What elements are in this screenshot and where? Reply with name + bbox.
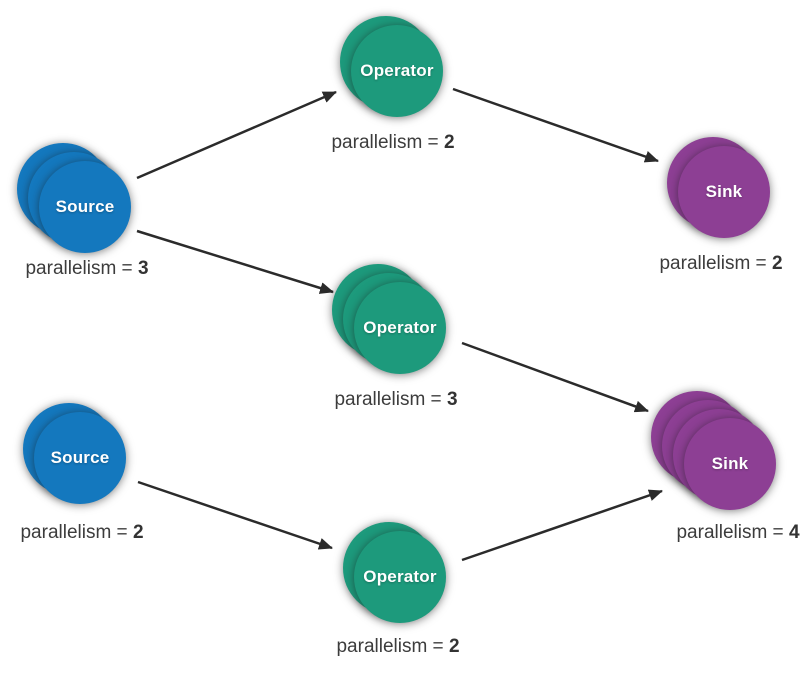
source-2-parallelism-label: parallelism = 2	[20, 522, 143, 544]
edge-source-1-to-operator-2	[136, 229, 334, 294]
sink-2-parallelism-label: parallelism = 4	[676, 522, 799, 544]
node-source-1: Source	[39, 161, 131, 253]
sink-1-parallelism-label: parallelism = 2	[659, 253, 782, 275]
edge-operator-2-to-sink-2	[461, 341, 649, 413]
operator-3-label: Operator	[363, 567, 437, 586]
operator-2-parallelism-label: parallelism = 3	[334, 389, 457, 411]
edge-source-2-to-operator-3	[137, 480, 333, 550]
sink-1-label: Sink	[705, 182, 743, 201]
source-2-parallelism-prefix: parallelism =	[20, 522, 133, 543]
node-sink-2: Sink	[684, 418, 776, 510]
operator-2-parallelism-value: 3	[446, 389, 458, 410]
operator-2-label: Operator	[363, 318, 437, 337]
edge-operator-1-to-sink-1	[452, 87, 659, 163]
node-operator-2: Operator	[354, 282, 446, 374]
sink-2-parallelism-value: 4	[788, 522, 800, 543]
node-sink-1: Sink	[678, 146, 770, 238]
operator-1-parallelism-prefix: parallelism =	[331, 132, 444, 153]
operator-3-parallelism-value: 2	[448, 636, 460, 657]
edge-operator-3-to-sink-2	[461, 489, 663, 562]
operator-1-parallelism-value: 2	[443, 132, 455, 153]
operator-1-label: Operator	[360, 61, 434, 80]
source-1-parallelism-value: 3	[137, 258, 149, 279]
operator-1-parallelism-label: parallelism = 2	[331, 132, 454, 154]
operator-3-parallelism-prefix: parallelism =	[336, 636, 449, 657]
source-1-parallelism-label: parallelism = 3	[25, 258, 148, 280]
operator-2-parallelism-prefix: parallelism =	[334, 389, 447, 410]
node-source-2: Source	[34, 412, 126, 504]
source-2-label: Source	[50, 448, 110, 467]
sink-1-parallelism-value: 2	[771, 253, 783, 274]
sink-2-parallelism-prefix: parallelism =	[676, 522, 789, 543]
sink-2-label: Sink	[711, 454, 749, 473]
node-operator-1: Operator	[351, 25, 443, 117]
edge-source-1-to-operator-1	[136, 90, 337, 180]
source-1-parallelism-prefix: parallelism =	[25, 258, 138, 279]
sink-1-parallelism-prefix: parallelism =	[659, 253, 772, 274]
operator-3-parallelism-label: parallelism = 2	[336, 636, 459, 658]
source-1-label: Source	[55, 197, 115, 216]
node-operator-3: Operator	[354, 531, 446, 623]
source-2-parallelism-value: 2	[132, 522, 144, 543]
